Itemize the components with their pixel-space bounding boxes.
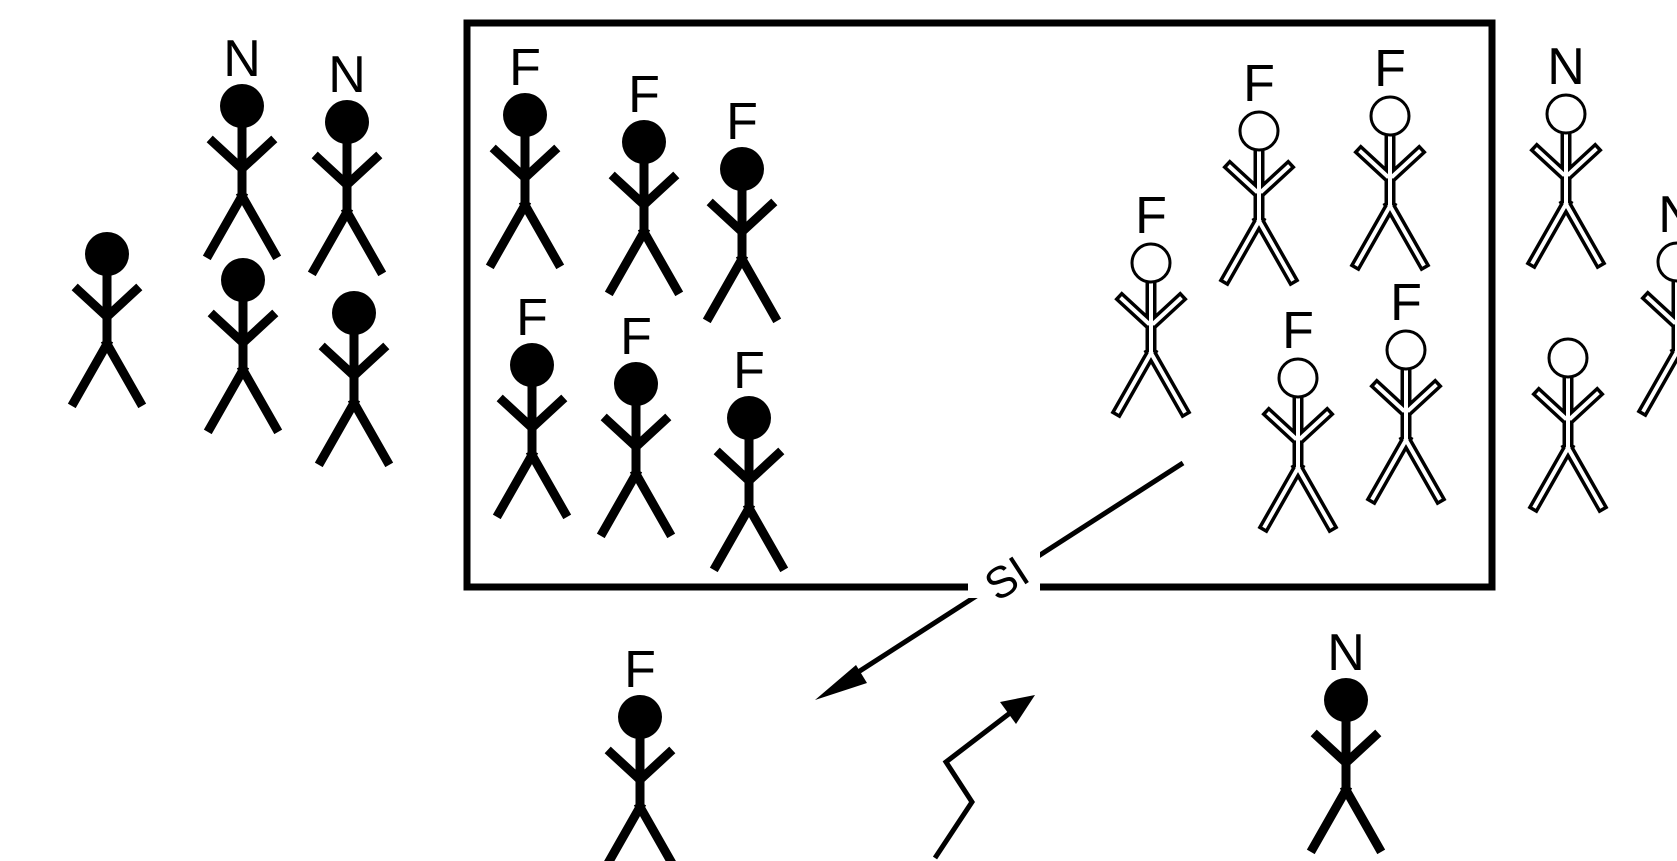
figure-outside-left-1: [67, 232, 147, 409]
figure-inside-solid-4: F: [492, 289, 572, 520]
figure-body-fill: [1262, 396, 1334, 529]
figure-outside-left-3: N: [307, 46, 387, 277]
figure-label: F: [1282, 302, 1314, 360]
figure-body: [314, 328, 394, 468]
figure-head: [220, 84, 264, 128]
figure-label: F: [516, 289, 548, 347]
figure-outside-left-4: [203, 258, 283, 435]
figure-outside-left-5: [314, 291, 394, 468]
figure-head: [1545, 93, 1587, 135]
figure-inside-solid-2: F: [604, 66, 684, 297]
figure-body-fill: [1532, 376, 1604, 509]
figure-head: [622, 120, 666, 164]
figure-head: [727, 396, 771, 440]
figure-label: N: [223, 30, 261, 88]
figure-body: [485, 130, 565, 270]
figure-head: [614, 362, 658, 406]
figure-head: [618, 695, 662, 739]
figure-head: [510, 343, 554, 387]
figure-head: [1656, 241, 1677, 283]
figure-outside-left-2: N: [202, 30, 282, 261]
figure-body: [307, 137, 387, 277]
arrow-label-mask: [968, 550, 1040, 598]
figure-head: [720, 147, 764, 191]
figure-head: [1385, 329, 1427, 371]
figure-body: [604, 732, 676, 861]
figure-label: F: [628, 66, 660, 124]
figure-body-fill: [1641, 280, 1677, 413]
figure-head: [1238, 110, 1280, 152]
figure-body: [702, 184, 782, 324]
zigzag-arrow-head: [1000, 695, 1035, 724]
figure-head: [1130, 242, 1172, 284]
figure-outside-bottom-left: F: [604, 641, 676, 861]
figure-inside-outline-4: F: [1257, 302, 1339, 534]
figure-inside-outline-3: F: [1349, 40, 1431, 272]
figure-label: F: [726, 93, 758, 151]
figure-label: N: [1547, 38, 1585, 96]
figure-outside-right-1: N: [1525, 38, 1607, 270]
figure-inside-outline-2: F: [1218, 55, 1300, 287]
figure-inside-solid-3: F: [702, 93, 782, 324]
figure-label: N: [328, 46, 366, 104]
figure-body: [203, 295, 283, 435]
figure-head: [85, 232, 129, 276]
figure-inside-solid-1: F: [485, 39, 565, 270]
figure-inside-outline-1: F: [1110, 187, 1192, 419]
figure-label: F: [1135, 187, 1167, 245]
figure-inside-solid-5: F: [596, 308, 676, 539]
figure-body-fill: [1530, 132, 1602, 265]
figures-layer: N N F F F F F F F F F F F N N F N: [67, 30, 1677, 861]
figure-outside-right-2: [1527, 337, 1609, 514]
figure-head: [1277, 357, 1319, 399]
figure-label: F: [620, 308, 652, 366]
figure-label: F: [1390, 274, 1422, 332]
figure-inside-outline-5: F: [1365, 274, 1447, 506]
exit-arrow-head: [815, 665, 867, 700]
figure-label: F: [509, 39, 541, 97]
figure-head: [325, 100, 369, 144]
figure-body: [1306, 715, 1386, 855]
figure-outside-bottom-right: N: [1306, 624, 1386, 855]
figure-outside-right-3: N: [1636, 186, 1677, 418]
figure-head: [1369, 95, 1411, 137]
figure-label: F: [733, 342, 765, 400]
figure-body: [596, 399, 676, 539]
figure-label: N: [1658, 186, 1677, 244]
figure-body: [67, 269, 147, 409]
figure-inside-solid-6: F: [709, 342, 789, 573]
figure-label: F: [1374, 40, 1406, 98]
figure-body: [492, 380, 572, 520]
figure-head: [1547, 337, 1589, 379]
figure-head: [1324, 678, 1368, 722]
figure-body-fill: [1354, 134, 1426, 267]
zigzag-arrow-line: [932, 711, 1012, 860]
figure-body-fill: [1370, 368, 1442, 501]
zigzag-arrow: [932, 695, 1035, 860]
figure-body-fill: [1115, 281, 1187, 414]
figure-head: [221, 258, 265, 302]
figure-label: F: [1243, 55, 1275, 113]
figure-body: [202, 121, 282, 261]
figure-body: [604, 157, 684, 297]
figure-head: [503, 93, 547, 137]
figure-label: N: [1327, 624, 1365, 682]
figure-body-fill: [1223, 149, 1295, 282]
figure-head: [332, 291, 376, 335]
figure-body: [709, 433, 789, 573]
figure-label: F: [624, 641, 656, 699]
